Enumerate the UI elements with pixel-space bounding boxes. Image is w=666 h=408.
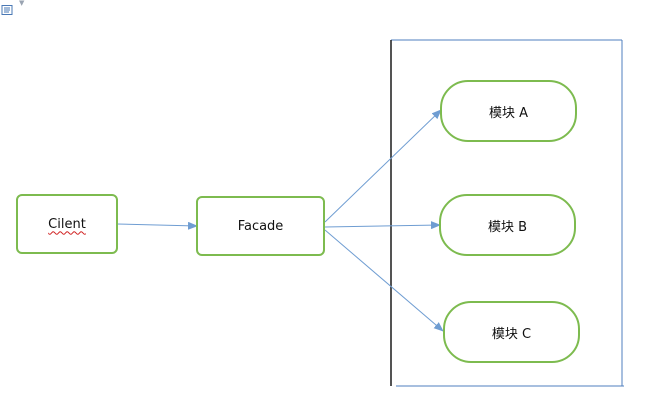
module-b-label: 模块 B [487,219,528,235]
facade-label: Facade [237,218,284,234]
module-container [390,39,624,387]
dropdown-caret-icon[interactable]: ▼ [19,0,25,7]
module-c-label: 模块 C [491,326,532,342]
arrow-facade-to-module-a [324,109,442,223]
module-a-label: 模块 A [488,105,529,121]
client-label: Cilent [48,216,86,232]
client-node[interactable]: Cilent [16,194,118,254]
arrow-client-to-facade [116,221,198,230]
module-a-node[interactable]: 模块 A [440,80,577,142]
module-b-node[interactable]: 模块 B [439,194,576,256]
arrow-facade-to-module-b [324,221,441,230]
arrow-facade-to-module-c [324,229,444,332]
facade-node[interactable]: Facade [196,196,325,256]
document-icon[interactable] [1,0,13,15]
module-c-node[interactable]: 模块 C [443,301,580,363]
